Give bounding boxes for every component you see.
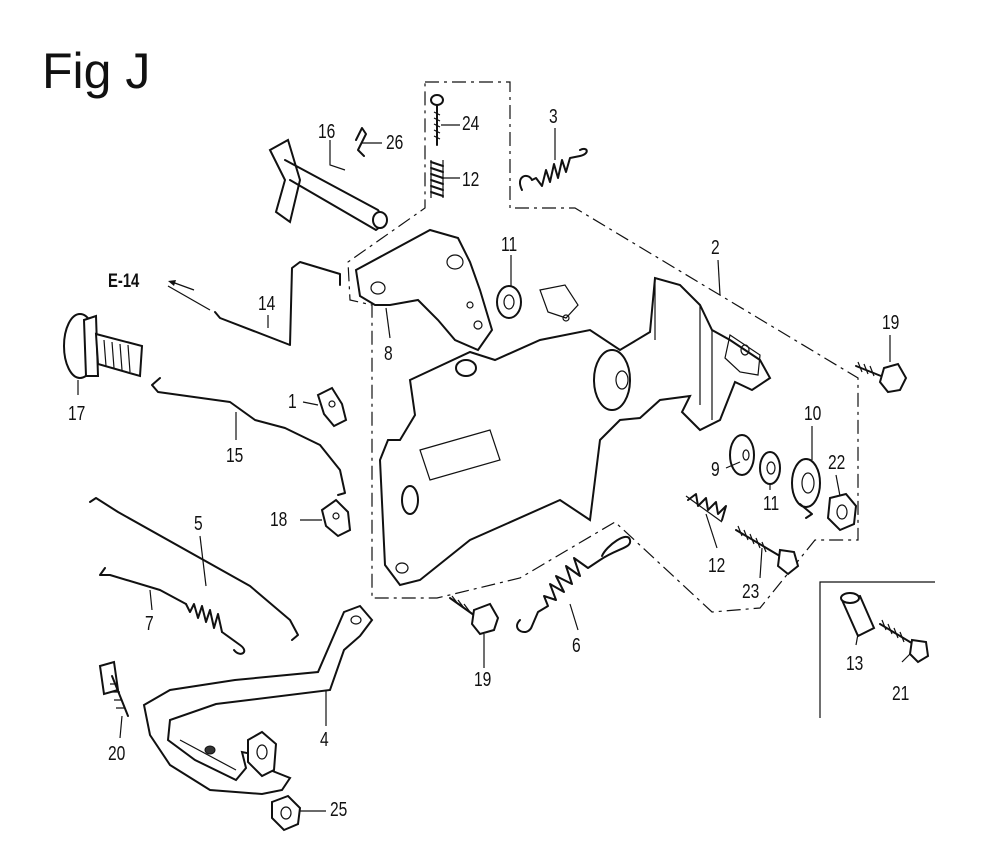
callout-5: 5	[194, 513, 203, 535]
callout-15: 15	[226, 445, 244, 467]
inset-box	[819, 581, 935, 718]
part-7-spring-rod	[99, 567, 246, 655]
part-4-pedal-lever	[142, 604, 374, 796]
part-12-spring-top	[430, 160, 444, 198]
part-15-rod	[151, 377, 346, 496]
callout-3: 3	[549, 106, 558, 128]
callout-18: 18	[270, 509, 288, 531]
part-3-spring	[519, 147, 588, 191]
part-25-nut	[271, 794, 302, 832]
part-21-bolt	[879, 619, 930, 664]
callout-10: 10	[804, 403, 822, 425]
part-22-nut	[826, 492, 858, 532]
callout-7: 7	[145, 613, 154, 635]
callout-21: 21	[892, 683, 910, 705]
part-24-bolt	[430, 94, 444, 146]
callout-22: 22	[828, 452, 846, 474]
reference-arrow-icon	[168, 280, 195, 291]
part-14-rod	[214, 261, 341, 346]
part-11-washer-upper	[496, 285, 522, 319]
callout-11-lower: 11	[763, 493, 780, 515]
callout-9: 9	[711, 459, 720, 481]
part-19-bolt-upper	[855, 361, 908, 394]
part-18-clip	[320, 498, 352, 538]
part-19-bolt-lower	[449, 595, 500, 636]
callout-14: 14	[258, 293, 276, 315]
part-8-bracket	[354, 228, 494, 352]
figure-title: Fig J	[42, 43, 151, 99]
callout-11-upper: 11	[501, 234, 518, 256]
callout-12-top: 12	[462, 169, 480, 191]
callout-24: 24	[462, 113, 480, 135]
callout-19-upper: 19	[882, 312, 900, 334]
callout-19-lower: 19	[474, 669, 492, 691]
callout-23: 23	[742, 581, 760, 603]
part-26-clip	[355, 127, 367, 157]
part-23-bolt	[735, 525, 800, 576]
part-6-spring	[516, 535, 632, 634]
part-5-rod	[89, 497, 299, 641]
assembly-boundary	[347, 81, 859, 613]
part-1-clip	[316, 386, 348, 428]
part-12-spring-lower	[685, 493, 727, 523]
callout-8: 8	[384, 343, 393, 365]
part-9-washer	[729, 434, 755, 476]
part-16-lever	[268, 138, 388, 231]
callout-20: 20	[108, 743, 126, 765]
part-13-sleeve	[840, 592, 876, 638]
callout-4: 4	[320, 729, 329, 751]
reference-label-e14: E-14	[108, 271, 140, 292]
callout-16: 16	[318, 121, 336, 143]
callout-17: 17	[68, 403, 86, 425]
part-11-washer-lower	[759, 451, 781, 485]
callout-1: 1	[288, 391, 297, 413]
part-20-bolt	[98, 660, 129, 717]
callout-25: 25	[330, 799, 348, 821]
part-10-disk	[791, 458, 821, 519]
callout-13: 13	[846, 653, 864, 675]
callout-26: 26	[386, 132, 404, 154]
callout-6: 6	[572, 635, 581, 657]
callout-2: 2	[711, 237, 720, 259]
part-2-control-base	[378, 276, 772, 587]
part-17-knob	[63, 313, 144, 379]
callout-12-lower: 12	[708, 555, 726, 577]
leader-lines	[77, 124, 911, 812]
